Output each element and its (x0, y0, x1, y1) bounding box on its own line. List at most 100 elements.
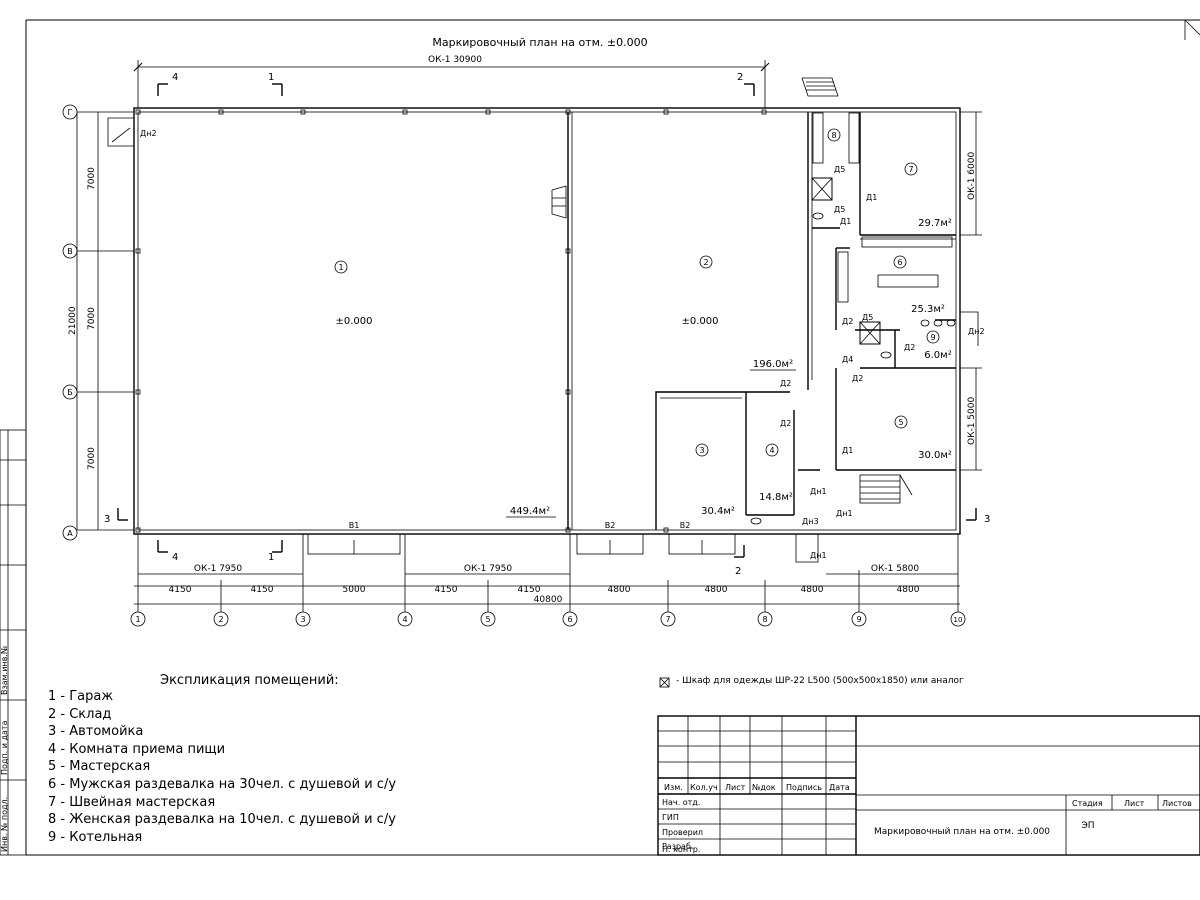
top-staircase (801, 77, 839, 97)
section-mark-2-bottom: 2 (735, 566, 741, 577)
building-walls (133, 107, 961, 535)
frame-corner (1184, 19, 1200, 36)
explication-item: 8 - Женская раздевалка на 10чел. с душев… (48, 812, 396, 828)
axis-col-6: 6 (567, 615, 572, 624)
room-5-number: 5 (898, 418, 903, 427)
dim-span-4: 4150 (435, 585, 458, 595)
dim-span-9: 4800 (897, 585, 920, 595)
side-stamp: Взам.инв.№ Подп. и дата Инв. № подл. (0, 429, 27, 856)
room-2-level: ±0.000 (681, 316, 718, 327)
room-6-area: 25.3м² (911, 304, 945, 315)
axis-col-9: 9 (856, 615, 861, 624)
dim-left-2: 7000 (87, 307, 97, 330)
dim-total: 40800 (534, 595, 563, 605)
section-mark-3-right: 3 (984, 514, 990, 525)
exterior-doors (107, 117, 979, 563)
label-d1-c: Д1 (842, 446, 853, 455)
plan-title: Маркировочный план на отм. ±0.000 (432, 36, 647, 49)
dim-ok-right: ОК-1 5800 (871, 564, 919, 574)
axis-col-7: 7 (665, 615, 670, 624)
left-dimension: 7000 7000 7000 21000 (68, 111, 134, 531)
axis-col-4: 4 (402, 615, 407, 624)
tb-header-doc: №док (752, 783, 776, 792)
room-3-number: 3 (699, 446, 704, 455)
label-d2-e: Д2 (780, 419, 791, 428)
label-d2-b: Д2 (904, 343, 915, 352)
explication-item: 9 - Котельная (48, 829, 143, 845)
dim-left-1: 7000 (87, 167, 97, 190)
right-dimension: ОК-1 6000 ОК-1 5000 (960, 111, 982, 471)
explication-item: 4 - Комната приема пищи (48, 741, 226, 757)
label-dn3: Дн3 (802, 517, 819, 526)
axis-col-1: 1 (135, 615, 140, 624)
tb-header-sign: Подпись (786, 783, 822, 792)
tb-stage-header: Стадия (1072, 799, 1103, 808)
section-mark-1-bottom: 1 (268, 552, 274, 563)
label-d2-c: Д2 (852, 374, 863, 383)
dim-span-6: 4800 (608, 585, 631, 595)
top-dimension: ОК-1 30900 (133, 55, 770, 108)
explication-item: 3 - Автомойка (48, 724, 144, 740)
label-gate-v2b: В2 (680, 521, 691, 530)
tb-role-control: Н. контр. (662, 845, 700, 854)
axis-row-V: В (67, 247, 73, 256)
tb-role-developed: Разраб. (662, 842, 693, 851)
label-d2-a: Д2 (842, 317, 853, 326)
room-7-number: 7 (908, 165, 913, 174)
locker-legend-text: - Шкаф для одежды ШР-22 L500 (500х500х18… (676, 676, 964, 686)
section-mark-4-top: 4 (172, 72, 178, 83)
tb-role-head: Нач. отд. (662, 798, 700, 807)
room-4-number: 4 (769, 446, 774, 455)
label-gate-v1: В1 (349, 521, 360, 530)
dim-top-overall: ОК-1 30900 (428, 55, 482, 65)
tb-header-izm: Изм. (664, 783, 683, 792)
label-dn2-left: Дн2 (140, 129, 157, 138)
dim-span-3: 5000 (343, 585, 366, 595)
bottom-dimension: ОК-1 7950 ОК-1 7950 ОК-1 5800 4150 4150 … (134, 534, 960, 612)
axis-col-2: 2 (218, 615, 223, 624)
tb-sheets-header: Листов (1162, 799, 1192, 808)
label-d1-a: Д1 (866, 193, 877, 202)
label-d5-c: Д5 (862, 313, 873, 322)
dim-span-5: 4150 (518, 585, 541, 595)
row-axis-bubbles: Г В Б А (62, 104, 78, 541)
title-block-text: Изм. Кол.уч Лист №док Подпись Дата Нач. … (662, 783, 1192, 854)
room-9-number: 9 (930, 333, 935, 342)
title-block (657, 715, 1200, 856)
dim-ok-mid: ОК-1 7950 (464, 564, 512, 574)
dim-span-8: 4800 (801, 585, 824, 595)
label-dn1-a: Дн1 (810, 487, 827, 496)
axis-row-B: Б (67, 388, 73, 397)
column-axis-bubbles: 1 2 3 4 5 6 7 8 9 10 (130, 611, 966, 627)
shower-units (750, 177, 956, 525)
explication-item: 5 - Мастерская (48, 759, 151, 775)
opening-labels: В1 В2 В2 Дн2 Дн2 Дн1 Дн1 Дн1 Дн3 Д5 Д5 Д… (140, 129, 985, 560)
explication-list: 1 - Гараж 2 - Склад 3 - Автомойка 4 - Ко… (48, 688, 396, 846)
section-mark-4-bottom: 4 (172, 552, 178, 563)
columns (135, 109, 767, 533)
dim-right-top: ОК-1 6000 (967, 152, 977, 200)
room-8-number: 8 (831, 131, 836, 140)
room-labels: 1 ±0.000 449.4м² 2 ±0.000 196.0м² 3 30.4… (334, 128, 952, 518)
axis-col-8: 8 (762, 615, 767, 624)
section-mark-1-top: 1 (268, 72, 274, 83)
lockers (812, 112, 953, 303)
room-1-number: 1 (338, 263, 343, 272)
tb-header-list: Лист (725, 783, 746, 792)
room-6-number: 6 (897, 258, 902, 267)
tb-header-kol: Кол.уч (690, 783, 718, 792)
dim-ok-left: ОК-1 7950 (194, 564, 242, 574)
room5-stair (859, 474, 913, 504)
room-2-number: 2 (703, 258, 708, 267)
dim-left-total: 21000 (68, 306, 78, 335)
label-d2-d: Д2 (780, 379, 791, 388)
axis-row-A: А (67, 529, 73, 538)
room-9-area: 6.0м² (924, 350, 951, 361)
section-mark-3-left: 3 (104, 514, 110, 525)
axis-col-3: 3 (300, 615, 305, 624)
tb-stage-value: ЭП (1081, 821, 1094, 831)
dim-span-7: 4800 (705, 585, 728, 595)
axis-row-G: Г (68, 108, 73, 117)
label-dn1-b: Дн1 (836, 509, 853, 518)
